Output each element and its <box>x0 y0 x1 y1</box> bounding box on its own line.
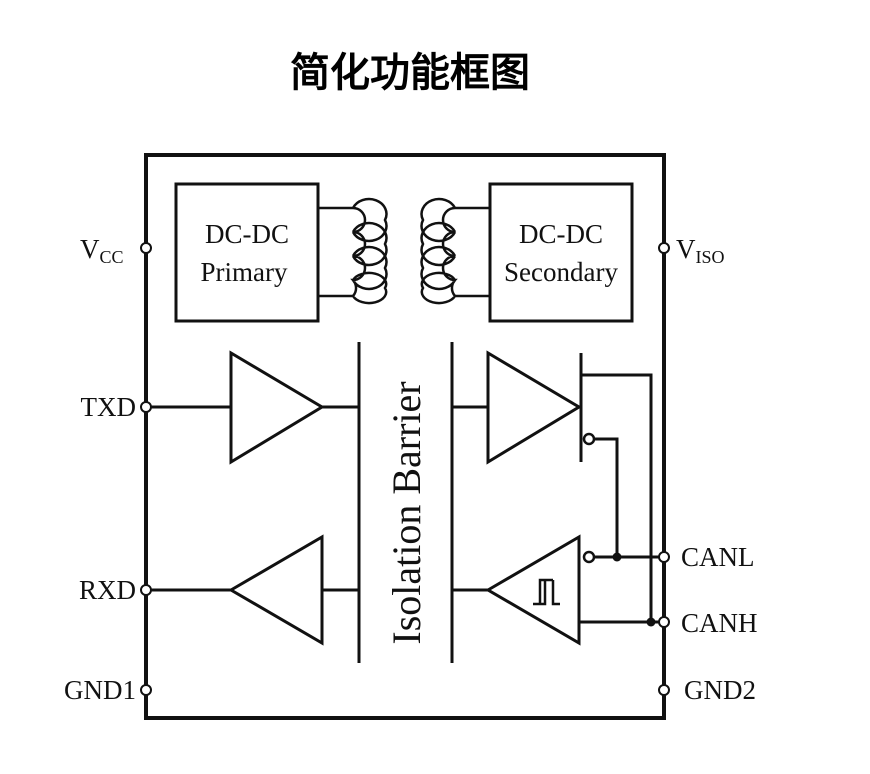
canl-driver-inverter-bubble <box>582 432 596 446</box>
rxd-pin <box>140 584 152 596</box>
hysteresis-symbol <box>533 578 560 606</box>
viso-label: VISO <box>676 234 725 267</box>
receiver-inverting-input-bubble <box>582 550 596 564</box>
vcc-pin <box>140 242 152 254</box>
canh-pin <box>658 616 670 628</box>
primary-coil <box>318 197 388 305</box>
diagram-title: 简化功能框图 <box>290 50 530 96</box>
dcdc-primary-block: DC-DC Primary <box>174 182 320 323</box>
canl-label: CANL <box>681 542 755 572</box>
canl-driver-line <box>594 437 619 557</box>
viso-pin <box>658 242 670 254</box>
dcdc-primary-line2: Primary <box>201 257 288 287</box>
gnd2-label: GND2 <box>684 675 756 705</box>
vcc-label: VCC <box>80 234 124 267</box>
canh-label: CANH <box>681 608 758 638</box>
txd-label: TXD <box>81 392 137 422</box>
canl-pin <box>658 551 670 563</box>
canl-junction-dot <box>612 552 622 562</box>
secondary-coil <box>420 197 490 305</box>
can-driver-triangle <box>486 350 582 465</box>
txd-buffer-triangle <box>229 350 325 465</box>
gnd1-pin <box>140 684 152 696</box>
gnd1-label: GND1 <box>64 675 136 705</box>
can-receiver-triangle <box>485 534 581 646</box>
dcdc-secondary-line1: DC-DC <box>519 219 603 249</box>
isolation-barrier-label: Isolation Barrier <box>384 381 429 644</box>
dcdc-primary-line1: DC-DC <box>205 219 289 249</box>
gnd2-pin <box>658 684 670 696</box>
canh-driver-line <box>581 373 653 622</box>
rxd-buffer-triangle <box>228 534 324 646</box>
dcdc-secondary-block: DC-DC Secondary <box>488 182 634 323</box>
canh-junction-dot <box>646 617 656 627</box>
dcdc-secondary-line2: Secondary <box>504 257 618 287</box>
txd-pin <box>140 401 152 413</box>
package-outline <box>144 153 666 720</box>
rxd-label: RXD <box>79 575 136 605</box>
